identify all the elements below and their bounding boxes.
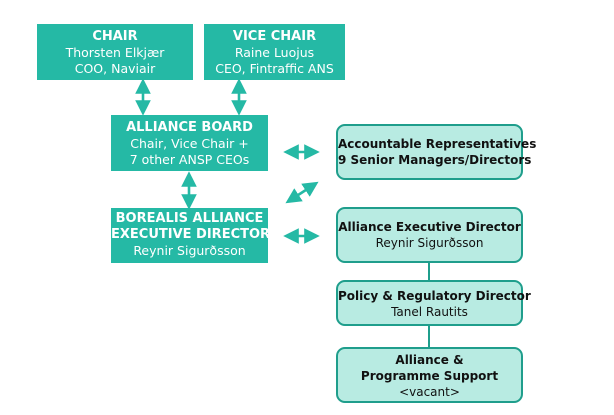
executive-title2: EXECUTIVE DIRECTOR	[111, 227, 271, 242]
support-title1: Alliance &	[395, 353, 464, 367]
exec-director-name: Reynir Sigurðsson	[375, 236, 484, 250]
vice-chair-title: VICE CHAIR	[232, 29, 317, 44]
policy-regulatory-director-box: Policy & Regulatory Director Tanel Rauti…	[336, 280, 531, 326]
support-status: <vacant>	[399, 385, 460, 399]
board-line2: 7 other ANSP CEOs	[129, 152, 250, 167]
executive-director-box: BOREALIS ALLIANCE EXECUTIVE DIRECTOR Rey…	[111, 208, 271, 263]
chair-title: CHAIR	[92, 29, 138, 44]
accountable-title1: Accountable Representatives	[338, 137, 537, 151]
executive-title1: BOREALIS ALLIANCE	[115, 211, 264, 226]
board-title: ALLIANCE BOARD	[126, 120, 253, 135]
vice-chair-box: VICE CHAIR Raine Luojus CEO, Fintraffic …	[204, 24, 345, 80]
vice-chair-role: CEO, Fintraffic ANS	[215, 61, 334, 76]
accountable-title2: 9 Senior Managers/Directors	[338, 153, 532, 167]
alliance-executive-director-box: Alliance Executive Director Reynir Sigur…	[336, 207, 523, 263]
exec-director-title: Alliance Executive Director	[338, 220, 521, 234]
programme-support-box: Alliance & Programme Support <vacant>	[336, 347, 523, 403]
chair-role: COO, Naviair	[74, 61, 156, 76]
board-line1: Chair, Vice Chair +	[130, 136, 249, 151]
chair-box: CHAIR Thorsten Elkjær COO, Naviair	[37, 24, 193, 80]
vice-chair-name: Raine Luojus	[234, 45, 315, 60]
diagonal-arrow-icon	[285, 181, 319, 204]
policy-title: Policy & Regulatory Director	[338, 289, 531, 303]
support-title2: Programme Support	[360, 369, 499, 383]
alliance-board-box: ALLIANCE BOARD Chair, Vice Chair + 7 oth…	[111, 115, 268, 171]
policy-name: Tanel Rautits	[391, 305, 468, 319]
accountable-representatives-box: Accountable Representatives 9 Senior Man…	[336, 124, 537, 180]
chair-name: Thorsten Elkjær	[65, 45, 165, 60]
executive-name: Reynir Sigurðsson	[133, 243, 246, 258]
